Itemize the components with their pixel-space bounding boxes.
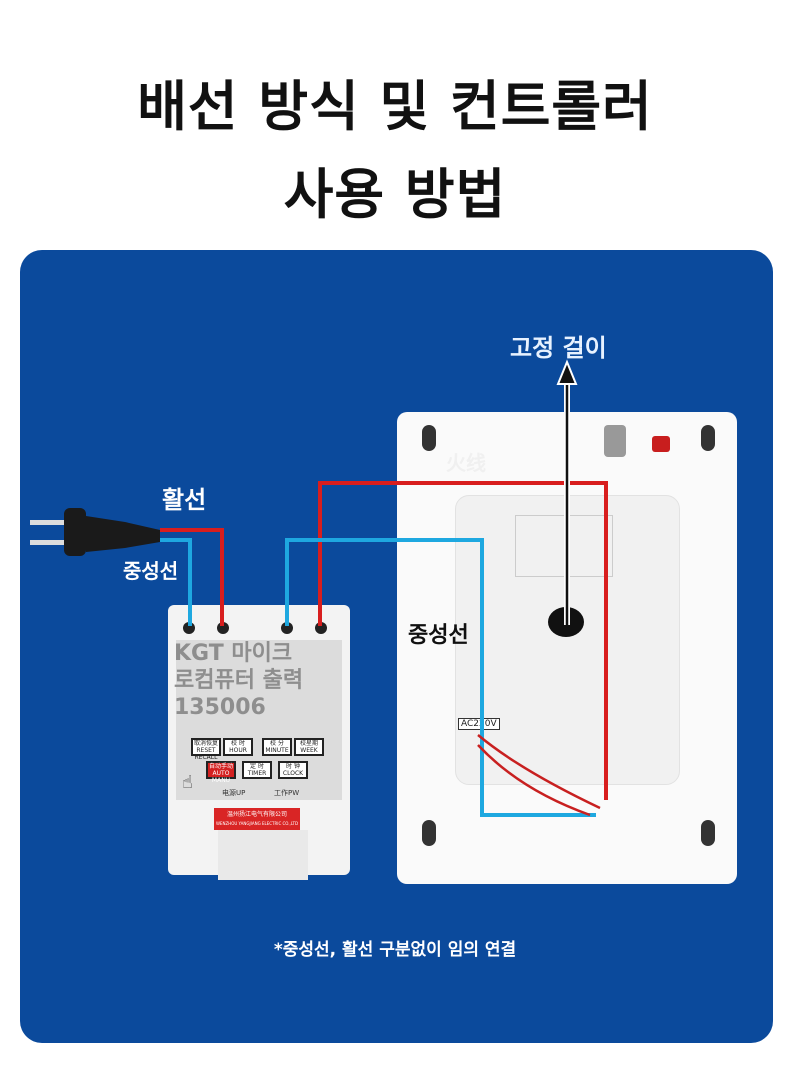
plug-icon (30, 508, 160, 556)
huoxian-label: 火线 (446, 451, 486, 475)
company-en: WENZHOU YANGJIANG ELECTRIC CO.,LTD (215, 821, 299, 826)
knob-icon (604, 425, 626, 457)
company-label: 温州扬江电气有限公司 WENZHOU YANGJIANG ELECTRIC CO.… (214, 808, 300, 830)
title-line-2: 사용 방법 (283, 163, 507, 226)
mount-slot (701, 425, 715, 451)
footnote: *중성선, 활선 구분없이 임의 연결 (273, 940, 517, 960)
internal-wire (477, 744, 591, 817)
hand-pointer-icon: ☝ (182, 772, 193, 793)
live-wire-left (160, 528, 224, 626)
timer-bottom-cover (218, 830, 308, 880)
red-button-icon (652, 436, 670, 452)
btn-en: WEEK (300, 747, 318, 754)
watermark-line: 로컴퓨터 출력 (174, 668, 304, 693)
mount-slot (701, 820, 715, 846)
btn-en: HOUR (229, 747, 247, 754)
work-led-label: 工作PW (274, 789, 300, 797)
btn-cn: 定 时 (250, 763, 264, 770)
btn-en: MINUTE (265, 747, 289, 754)
btn-cn: 校 时 (231, 740, 245, 747)
title-line-1: 배선 방식 및 컨트롤러 (137, 75, 653, 138)
neutral-wire-right (285, 538, 596, 817)
terminal (281, 622, 293, 634)
neutral-wire-label-right: 중성선 (408, 623, 469, 648)
btn-en: TIMER (247, 770, 267, 777)
live-wire-right (318, 481, 608, 800)
watermark-line: KGT 마이크 (174, 641, 293, 666)
mount-slot (422, 425, 436, 451)
btn-cn: 时 钟 (286, 763, 300, 770)
neutral-wire-label-left: 중성선 (123, 559, 179, 583)
controller-watermark: KGT 마이크 로컴퓨터 출력 135006 (174, 640, 303, 721)
btn-cn: 校星期 (299, 740, 318, 747)
internal-wire (477, 734, 601, 810)
live-wire-label: 활선 (162, 486, 207, 514)
btn-cn: 校 分 (270, 740, 284, 747)
fixed-hook-label: 고정 걸이 (510, 334, 607, 362)
btn-en: RESET RECALL (194, 747, 218, 761)
arrow-up-icon (556, 359, 578, 385)
watermark-line: 135006 (174, 695, 266, 720)
mount-slot (422, 820, 436, 846)
btn-en: CLOCK (282, 770, 304, 777)
btn-cn: 自动手动 (208, 763, 233, 770)
ac-voltage-label: AC220V (458, 718, 500, 730)
btn-cn: 取消恢复 (193, 740, 218, 747)
btn-en: AUTO MANU (211, 770, 231, 784)
neutral-wire-left (160, 538, 192, 626)
power-led-label: 电源UP (222, 789, 246, 797)
company-cn: 温州扬江电气有限公司 (226, 811, 287, 818)
